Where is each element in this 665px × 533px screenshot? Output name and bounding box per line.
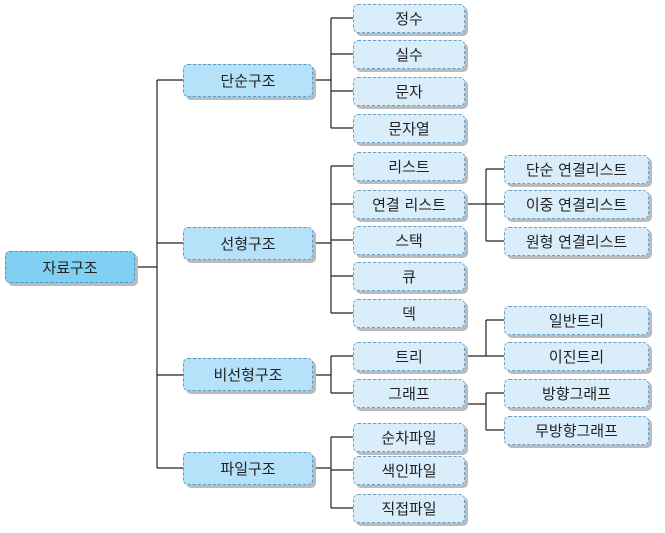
node-binary-tree: 이진트리 — [504, 342, 649, 371]
node-list: 리스트 — [353, 152, 465, 181]
node-indexed-file: 색인파일 — [353, 456, 465, 485]
node-linked-list: 연결 리스트 — [353, 190, 465, 219]
node-doubly-linked-list: 이중 연결리스트 — [504, 190, 649, 219]
node-circular-linked-list: 원형 연결리스트 — [504, 227, 649, 256]
node-sequential-file: 순차파일 — [353, 423, 465, 452]
node-linear-structure: 선형구조 — [183, 227, 313, 260]
node-queue: 큐 — [353, 262, 465, 291]
node-char: 문자 — [353, 77, 465, 106]
node-direct-file: 직접파일 — [353, 494, 465, 523]
node-undirected-graph: 무방향그래프 — [504, 416, 649, 445]
node-singly-linked-list: 단순 연결리스트 — [504, 155, 649, 184]
node-string: 문자열 — [353, 114, 465, 143]
node-integer: 정수 — [353, 4, 465, 33]
node-graph: 그래프 — [353, 379, 465, 408]
node-directed-graph: 방향그래프 — [504, 379, 649, 408]
node-root: 자료구조 — [5, 251, 135, 283]
node-nonlinear-structure: 비선형구조 — [183, 358, 313, 391]
node-tree: 트리 — [353, 342, 465, 371]
node-deque: 덱 — [353, 299, 465, 328]
node-simple-structure: 단순구조 — [183, 64, 313, 97]
node-stack: 스택 — [353, 226, 465, 255]
node-file-structure: 파일구조 — [183, 452, 313, 485]
node-real: 실수 — [353, 40, 465, 69]
node-general-tree: 일반트리 — [504, 306, 649, 335]
